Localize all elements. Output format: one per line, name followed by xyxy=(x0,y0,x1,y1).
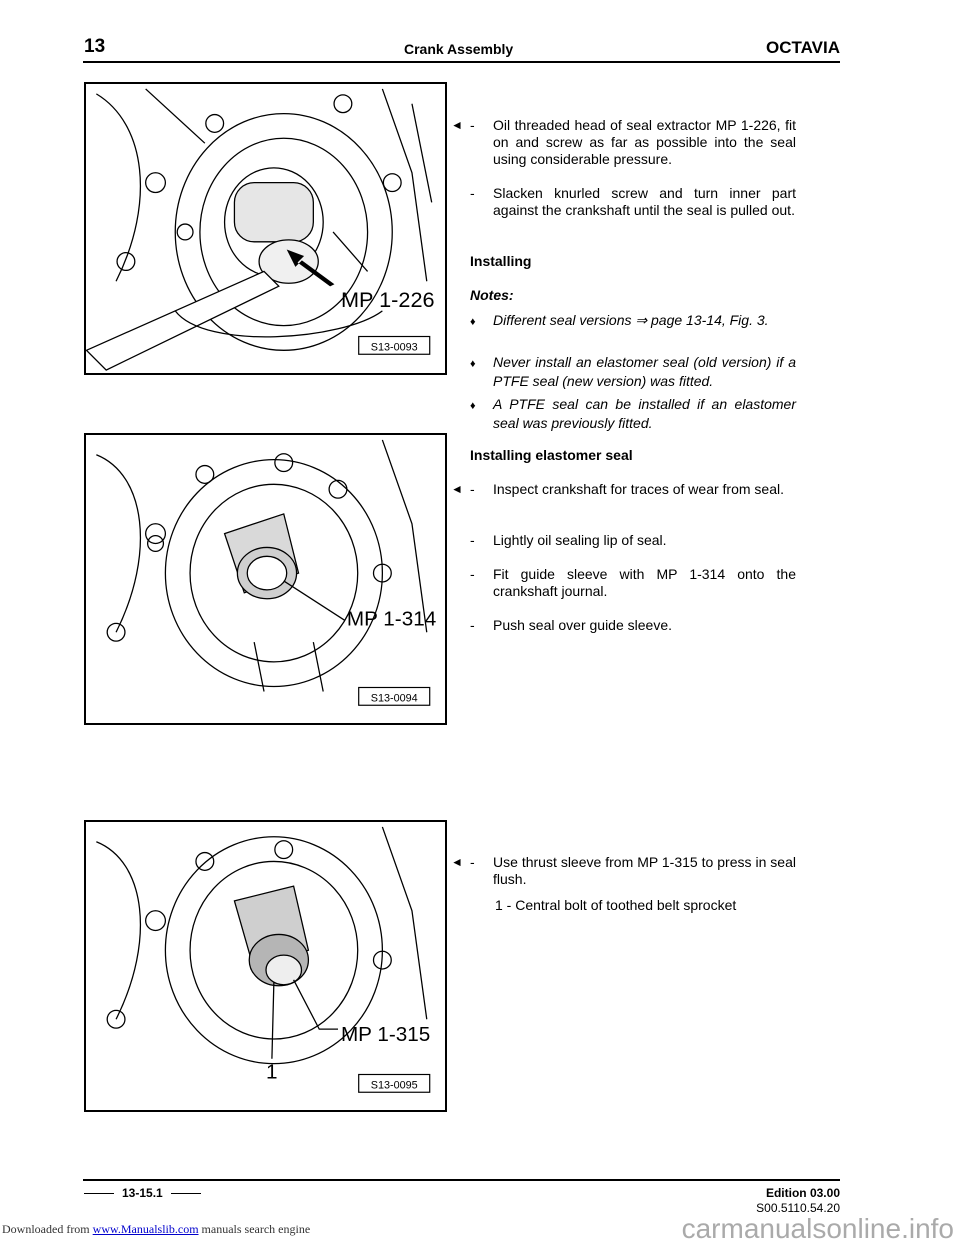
download-prefix: Downloaded from xyxy=(2,1222,90,1236)
step: -Fit guide sleeve with MP 1-314 onto the… xyxy=(470,566,796,599)
step: -Lightly oil sealing lip of seal. xyxy=(470,532,667,548)
page-number-text: 13-15.1 xyxy=(122,1186,163,1200)
step: ◄-Use thrust sleeve from MP 1-315 to pre… xyxy=(451,854,796,887)
note: ♦ Never install an elastomer seal (old ve… xyxy=(470,354,796,390)
figure-seal-extractor: MP 1-226 S13-0093 xyxy=(84,82,447,375)
step-text: Use thrust sleeve from MP 1-315 to press… xyxy=(493,854,796,887)
step-text: Push seal over guide sleeve. xyxy=(493,617,672,633)
chapter-number: 13 xyxy=(84,36,106,57)
download-suffix: manuals search engine xyxy=(201,1222,311,1236)
page-title: Crank Assembly xyxy=(404,41,514,57)
figure-pointer-icon: ◄ xyxy=(451,118,463,132)
note-text: Never install an elastomer seal (old ver… xyxy=(493,354,796,389)
figure-code: S13-0095 xyxy=(371,1079,418,1091)
figure-callout-number: 1 xyxy=(266,1060,278,1083)
figure-thrust-sleeve: MP 1-315 1 S13-0095 xyxy=(84,820,447,1112)
figure-code: S13-0094 xyxy=(371,692,418,704)
step-text: Lightly oil sealing lip of seal. xyxy=(493,532,667,548)
figure-callout: MP 1-314 xyxy=(347,607,436,630)
diamond-bullet-icon: ♦ xyxy=(470,316,476,328)
brand-name: OCTAVIA xyxy=(766,38,840,57)
notes-label: Notes: xyxy=(470,287,514,303)
note-text: A PTFE seal can be installed if an elast… xyxy=(493,396,796,431)
figure-pointer-icon: ◄ xyxy=(451,855,463,869)
engine-illustration-2: MP 1-314 S13-0094 xyxy=(96,439,436,706)
figure-callout: MP 1-315 xyxy=(341,1023,430,1046)
step-text: Fit guide sleeve with MP 1-314 onto the … xyxy=(493,566,796,599)
footer-rule xyxy=(83,1179,840,1181)
figure-guide-sleeve: MP 1-314 S13-0094 xyxy=(84,433,447,725)
note: ♦ A PTFE seal can be installed if an elas… xyxy=(470,396,796,432)
step: -Slacken knurled screw and turn inner pa… xyxy=(470,185,796,218)
figure-callout: MP 1-226 xyxy=(341,287,435,312)
watermark: carmanualsonline.info xyxy=(681,1213,954,1242)
step-text: Inspect crankshaft for traces of wear fr… xyxy=(493,481,785,497)
note-text: Different seal versions ⇒ page 13-14, Fi… xyxy=(493,312,769,328)
step: ◄-Inspect crankshaft for traces of wear … xyxy=(451,481,785,497)
note: ♦ Different seal versions ⇒ page 13-14, F… xyxy=(470,312,796,331)
step-text: Slacken knurled screw and turn inner par… xyxy=(493,185,796,218)
diamond-bullet-icon: ♦ xyxy=(470,358,476,370)
step: -Push seal over guide sleeve. xyxy=(470,617,672,633)
section-heading: Installing xyxy=(470,253,532,269)
step: ◄-Oil threaded head of seal extractor MP… xyxy=(451,117,796,167)
section-heading: Installing elastomer seal xyxy=(470,447,633,463)
header-rule xyxy=(83,61,840,63)
engine-illustration-1: MP 1-226 S13-0093 xyxy=(86,88,435,371)
engine-illustration-3: MP 1-315 1 S13-0095 xyxy=(96,826,430,1093)
document-number: S00.5110.54.20 xyxy=(756,1201,840,1215)
page-number: 13-15.1 xyxy=(84,1186,201,1200)
download-note: Downloaded from www.Manualslib.com manua… xyxy=(2,1222,310,1237)
diamond-bullet-icon: ♦ xyxy=(470,400,476,412)
step-text: Oil threaded head of seal extractor MP 1… xyxy=(493,117,796,167)
figure-legend: 1 - Central bolt of toothed belt sprocke… xyxy=(495,897,737,913)
manualslib-link[interactable]: www.Manualslib.com xyxy=(92,1222,199,1236)
figure-code: S13-0093 xyxy=(371,341,418,353)
edition: Edition 03.00 xyxy=(765,1186,840,1200)
figure-pointer-icon: ◄ xyxy=(451,482,463,496)
